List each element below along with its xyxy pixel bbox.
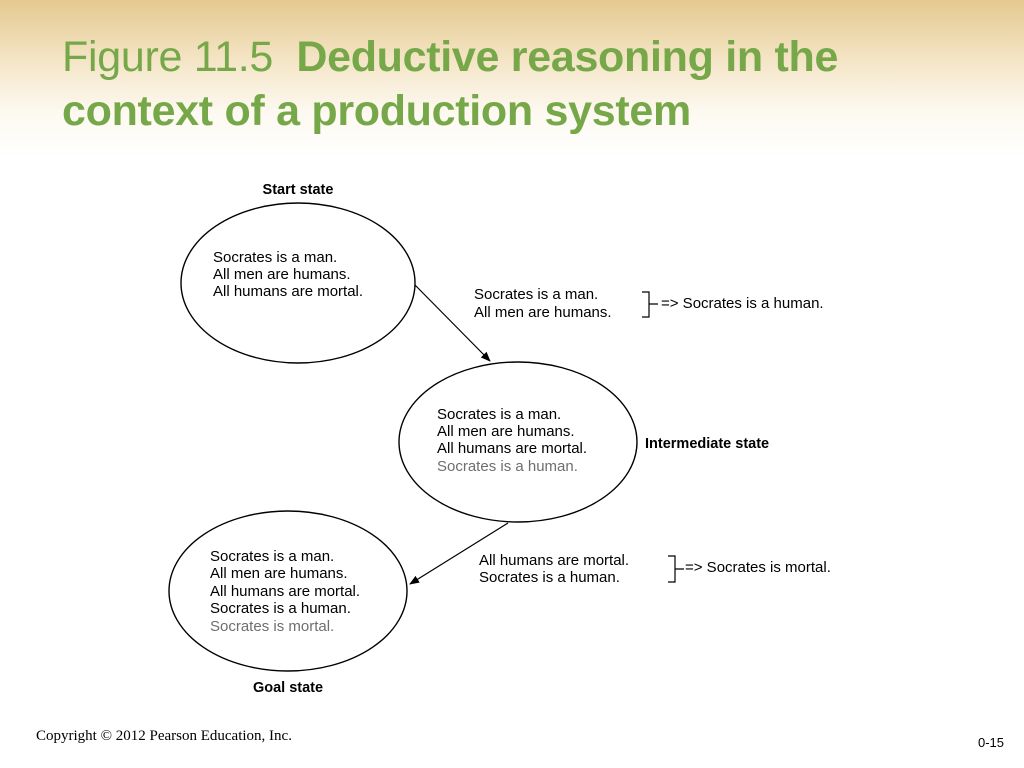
copyright-notice: Copyright © 2012 Pearson Education, Inc. (36, 728, 292, 744)
goal-state-line-1: Socrates is a man. (210, 548, 334, 565)
arrow-start-to-intermediate (414, 284, 491, 362)
rule1-premise-2: All men are humans. (474, 304, 612, 321)
rule1-bracket (642, 291, 658, 318)
start-state-line-2: All men are humans. (213, 266, 351, 283)
intermediate-state-line-3: All humans are mortal. (437, 440, 587, 457)
title-bold-line-2: context of a production system (62, 87, 691, 135)
slide-title: Figure 11.5 Deductive reasoning in the co… (62, 30, 962, 138)
intermediate-state-line-1: Socrates is a man. (437, 406, 561, 423)
intermediate-state-label: Intermediate state (645, 436, 769, 452)
intermediate-state-ellipse (398, 361, 638, 523)
start-state-label: Start state (263, 182, 334, 198)
title-prefix: Figure 11.5 (62, 33, 274, 81)
rule2-conclusion: => Socrates is mortal. (685, 559, 831, 576)
title-bold-line-1: Deductive reasoning in the (296, 33, 839, 81)
goal-state-line-3: All humans are mortal. (210, 583, 360, 600)
title-background (0, 0, 1024, 160)
intermediate-state-line-2: All men are humans. (437, 423, 575, 440)
rule1-conclusion: => Socrates is a human. (661, 295, 824, 312)
start-state-line-3: All humans are mortal. (213, 283, 363, 300)
rule1-premise-1: Socrates is a man. (474, 286, 598, 303)
rule2-bracket (668, 555, 684, 583)
goal-state-line-2: All men are humans. (210, 565, 348, 582)
intermediate-state-new-line: Socrates is a human. (437, 458, 578, 475)
rule2-premise-1: All humans are mortal. (479, 552, 629, 569)
goal-state-ellipse (168, 510, 408, 672)
goal-state-label: Goal state (253, 680, 323, 696)
start-state-ellipse (180, 202, 416, 364)
start-state-line-1: Socrates is a man. (213, 249, 337, 266)
goal-state-new-line: Socrates is mortal. (210, 618, 334, 635)
goal-state-line-4: Socrates is a human. (210, 600, 351, 617)
rule2-premise-2: Socrates is a human. (479, 569, 620, 586)
page-number: 0-15 (977, 735, 1004, 750)
arrow-intermediate-to-goal (409, 522, 509, 585)
